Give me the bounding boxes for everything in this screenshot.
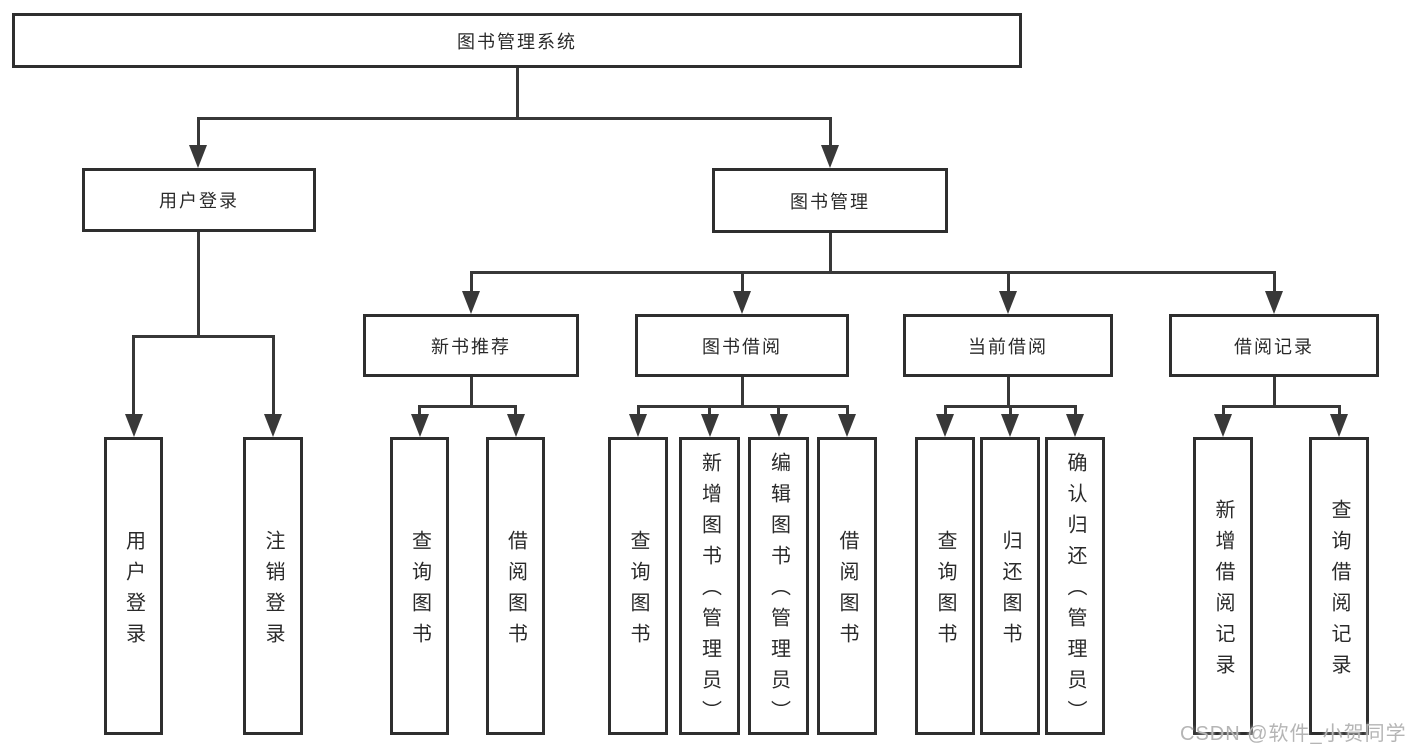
connector-arm <box>514 405 517 415</box>
node-leaf-query-books: 查询图书 <box>915 437 975 735</box>
node-library-management-system: 图书管理系统 <box>12 13 1022 68</box>
node-label: 注销登录 <box>262 529 284 654</box>
node-label: 确认归还（管理员） <box>1064 452 1086 731</box>
node-label: 查询图书 <box>408 529 431 654</box>
arrowhead-down-icon <box>189 145 207 168</box>
connector-arm <box>740 271 744 291</box>
node-label: 借阅记录 <box>1234 336 1314 357</box>
connector-arm <box>777 405 780 415</box>
node-label: 借阅图书 <box>504 529 527 654</box>
connector-user-login-stub <box>196 232 200 336</box>
arrowhead-down-icon <box>769 414 788 437</box>
node-label: 用户登录 <box>122 529 145 654</box>
node-label: 图书管理 <box>790 191 870 212</box>
arrowhead-down-icon <box>1066 414 1084 437</box>
connector-hbar <box>1221 405 1341 408</box>
node-leaf-query-borrow-record: 查询借阅记录 <box>1309 437 1369 735</box>
connector-arm <box>1008 405 1012 415</box>
arrowhead-down-icon <box>821 145 839 168</box>
arrowhead-down-icon <box>1214 414 1232 437</box>
connector-stub <box>1272 377 1276 408</box>
arrowhead-down-icon <box>506 414 525 437</box>
node-label: 借阅图书 <box>836 529 858 654</box>
connector-arm-book-management <box>828 117 832 147</box>
node-user-login: 用户登录 <box>82 168 316 232</box>
arrowhead-down-icon <box>936 414 954 437</box>
node-book-borrowing: 图书借阅 <box>635 314 849 377</box>
connector-book-management-hbar <box>469 271 1276 274</box>
node-leaf-add-books-admin: 新增图书（管理员） <box>679 437 740 735</box>
arrowhead-down-icon <box>462 291 480 314</box>
connector-stub <box>469 377 473 408</box>
node-book-management: 图书管理 <box>712 168 948 233</box>
node-leaf-query-books: 查询图书 <box>390 437 449 735</box>
node-leaf-return-books: 归还图书 <box>980 437 1040 735</box>
connector-stub <box>1006 377 1010 408</box>
arrowhead-down-icon <box>700 414 719 437</box>
arrowhead-down-icon <box>264 414 282 437</box>
node-borrowing-records: 借阅记录 <box>1169 314 1379 377</box>
node-leaf-query-books: 查询图书 <box>608 437 668 735</box>
arrowhead-down-icon <box>733 291 751 314</box>
connector-arm <box>636 405 640 415</box>
node-label: 查询图书 <box>934 529 956 654</box>
connector-arm <box>271 335 275 414</box>
connector-arm <box>1337 405 1341 415</box>
csdn-watermark: CSDN @软件_小贺同学 <box>1180 723 1405 745</box>
node-leaf-borrow-books: 借阅图书 <box>486 437 545 735</box>
node-label: 归还图书 <box>999 529 1021 654</box>
connector-arm-user-login <box>196 117 200 147</box>
node-label: 图书借阅 <box>702 336 782 357</box>
connector-user-login-hbar <box>131 335 275 338</box>
node-label: 查询图书 <box>627 529 649 654</box>
arrowhead-down-icon <box>838 414 856 437</box>
connector-hbar <box>636 405 849 408</box>
connector-arm <box>708 405 711 415</box>
connector-arm <box>943 405 947 415</box>
arrowhead-down-icon <box>1001 414 1019 437</box>
node-leaf-logout: 注销登录 <box>243 437 303 735</box>
arrowhead-down-icon <box>629 414 647 437</box>
node-label: 图书管理系统 <box>457 31 577 52</box>
node-label: 新增借阅记录 <box>1212 498 1234 685</box>
node-label: 编辑图书（管理员） <box>767 452 790 731</box>
connector-root-stub <box>515 68 519 119</box>
connector-arm <box>469 271 473 291</box>
connector-root-hbar <box>196 117 832 120</box>
connector-arm <box>1272 271 1276 291</box>
arrowhead-down-icon <box>999 291 1017 314</box>
arrowhead-down-icon <box>124 414 143 437</box>
node-leaf-user-login: 用户登录 <box>104 437 163 735</box>
arrowhead-down-icon <box>1265 291 1283 314</box>
node-label: 新增图书（管理员） <box>698 452 721 731</box>
arrowhead-down-icon <box>410 414 429 437</box>
connector-hbar <box>417 405 517 408</box>
connector-arm <box>1006 271 1010 291</box>
connector-arm <box>418 405 421 415</box>
arrowhead-down-icon <box>1330 414 1348 437</box>
node-label: 新书推荐 <box>431 336 511 357</box>
node-label: 用户登录 <box>159 191 239 211</box>
node-current-borrowing: 当前借阅 <box>903 314 1113 377</box>
connector-arm <box>845 405 849 415</box>
connector-arm <box>1221 405 1225 415</box>
node-leaf-confirm-return-admin: 确认归还（管理员） <box>1045 437 1105 735</box>
node-new-book-recommendation: 新书推荐 <box>363 314 579 377</box>
node-label: 当前借阅 <box>968 336 1048 357</box>
connector-arm <box>132 335 135 414</box>
connector-book-management-stub <box>828 233 832 274</box>
node-leaf-add-borrow-record: 新增借阅记录 <box>1193 437 1253 735</box>
node-leaf-borrow-books: 借阅图书 <box>817 437 877 735</box>
node-leaf-edit-books-admin: 编辑图书（管理员） <box>748 437 809 735</box>
node-label: 查询借阅记录 <box>1328 498 1350 685</box>
connector-stub <box>740 377 744 408</box>
connector-arm <box>1073 405 1077 415</box>
